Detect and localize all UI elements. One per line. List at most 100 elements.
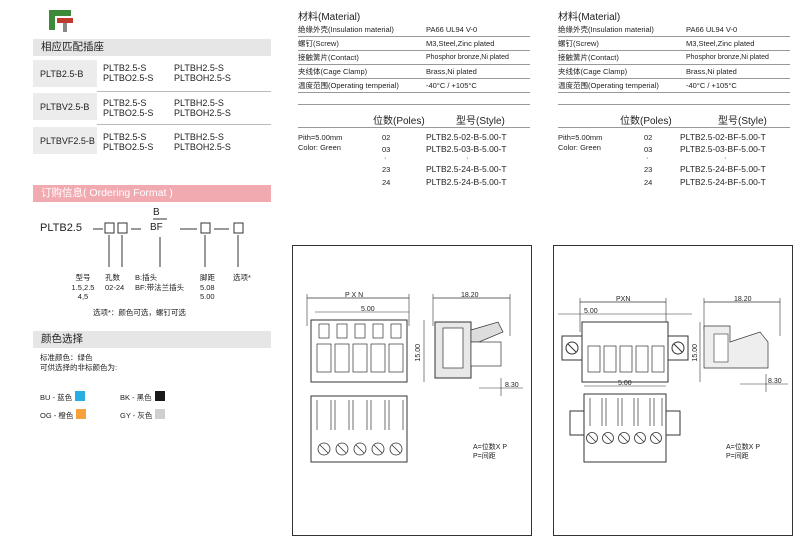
label-style: B:插头 BF:带法兰插头 [135, 273, 185, 292]
style-cell: PLTB2.5-03-BF-5.00-T [680, 144, 766, 154]
orange-swatch [76, 409, 87, 419]
note-p: P=间距 [726, 453, 749, 460]
matching-cell: PLTBO2.5-S [103, 142, 154, 152]
poles-header: 位数(Poles) [373, 116, 425, 127]
connector-logo-icon [43, 8, 79, 34]
dim-height: 15.00 [415, 344, 422, 362]
poles-cell: 03 [382, 145, 391, 154]
ordering-format: PLTB2.5 B BF 型号 1.5,2.5 4,5 孔数 02-24 B:插… [33, 205, 271, 320]
ordering-prefix: PLTB2.5 [40, 222, 82, 234]
pith-text: Pith=5.00mm [558, 133, 603, 142]
dim-depth: 18.20 [734, 296, 752, 303]
color-option-gy: GY - 灰色 [120, 409, 166, 421]
matching-cell: PLTBH2.5-S [174, 98, 224, 108]
note-a: A=位数X P [726, 444, 761, 451]
dim-height: 15.00 [692, 344, 699, 362]
color-option-bk: BK - 黑色 [120, 391, 165, 403]
material-label: 温度范围(Operating temperial) [298, 81, 399, 90]
style-cell: PLTB2.5-24-B-5.00-T [426, 177, 507, 187]
drawing-b: P X N 5.00 18.20 15.00 8.30 A=位数X P P=间距 [292, 245, 532, 536]
matching-cell: PLTBOH2.5-S [174, 73, 231, 83]
material-value: PA66 UL94 V-0 [686, 25, 738, 34]
dim-depth: 18.20 [461, 292, 479, 299]
ellipsis-dot: · [384, 153, 387, 162]
note-p: P=间距 [473, 453, 496, 460]
dim-pxn: PXN [616, 296, 631, 303]
matching-cell: PLTBO2.5-S [103, 73, 154, 83]
label-pitch: 脚距 5.08 5.00 [200, 273, 215, 301]
material-label: 螺钉(Screw) [298, 39, 339, 48]
material-value: Brass,Ni plated [426, 67, 477, 76]
material-label: 绝缘外壳(Insulation material) [558, 25, 654, 34]
style-header: 型号(Style) [456, 116, 505, 127]
matching-cell: PLTBOH2.5-S [174, 142, 231, 152]
color-standard: 标准颜色：绿色 [40, 353, 93, 362]
style-cell: PLTB2.5-03-B-5.00-T [426, 144, 507, 154]
dim-pitch-bottom: 5.00 [618, 380, 632, 387]
style-cell: PLTB2.5-24-BF-5.00-T [680, 177, 766, 187]
material-label: 夹线体(Cage Clamp) [298, 67, 368, 76]
label-poles: 孔数 02-24 [105, 273, 125, 292]
style-cell: PLTB2.5-02-BF-5.00-T [680, 132, 766, 142]
label-option: 选项* [233, 273, 251, 282]
material-label: 接触簧片(Contact) [558, 53, 619, 62]
matching-model: PLTB2.5-B [40, 69, 84, 79]
spec-panel-b: 材料(Material) 绝缘外壳(Insulation material) P… [298, 8, 530, 190]
poles-cell: 23 [382, 165, 391, 174]
ordering-note: 选项*：颜色可选，螺钉可选 [93, 308, 186, 317]
color-title: 颜色选择 [33, 331, 271, 348]
material-value: Phosphor bronze,Ni plated [686, 54, 769, 61]
poles-cell: 02 [644, 133, 653, 142]
label-type: 型号 1.5,2.5 4,5 [71, 273, 95, 301]
material-label: 夹线体(Cage Clamp) [558, 67, 628, 76]
dim-pxn: P X N [345, 292, 364, 299]
matching-cell: PLTBH2.5-S [174, 132, 224, 142]
matching-model: PLTBV2.5-B [40, 102, 90, 112]
matching-cell: PLTB2.5-S [103, 132, 147, 142]
matching-cell: PLTB2.5-S [103, 63, 147, 73]
color-option-og: OG - 橙色 [40, 409, 87, 421]
material-label: 螺钉(Screw) [558, 39, 599, 48]
matching-cell: PLTBO2.5-S [103, 108, 154, 118]
dim-offset: 8.30 [768, 378, 782, 385]
material-title: 材料(Material) [298, 12, 361, 23]
pith-text: Pith=5.00mm [298, 133, 343, 142]
matching-cell: PLTBOH2.5-S [174, 108, 231, 118]
color-other: 可供选择的非标颜色为: [40, 363, 118, 372]
style-cell: PLTB2.5-24-B-5.00-T [426, 164, 507, 174]
material-value: PA66 UL94 V-0 [426, 25, 478, 34]
material-value: -40°C / +105°C [686, 81, 737, 90]
matching-model: PLTBVF2.5-B [40, 136, 95, 146]
material-value: M3,Steel,Zinc plated [686, 39, 755, 48]
material-label: 接触簧片(Contact) [298, 53, 359, 62]
material-value: M3,Steel,Zinc plated [426, 39, 495, 48]
poles-cell: 02 [382, 133, 391, 142]
ellipsis-dot: · [724, 153, 727, 162]
material-value: -40°C / +105°C [426, 81, 477, 90]
material-title: 材料(Material) [558, 12, 621, 23]
style-top: B [153, 207, 160, 218]
matching-title: 相应匹配插座 [33, 39, 271, 56]
matching-cell: PLTB2.5-S [103, 98, 147, 108]
ellipsis-dot: · [646, 153, 649, 162]
poles-cell: 24 [382, 178, 391, 187]
style-header: 型号(Style) [718, 116, 767, 127]
poles-header: 位数(Poles) [620, 116, 672, 127]
material-label: 温度范围(Operating temperial) [558, 81, 659, 90]
dim-offset: 8.30 [505, 382, 519, 389]
color-text: Color: Green [558, 143, 601, 152]
style-cell: PLTB2.5-24-BF-5.00-T [680, 164, 766, 174]
black-swatch [154, 391, 165, 401]
ellipsis-dot: · [466, 153, 469, 162]
spec-panel-bf: 材料(Material) 绝缘外壳(Insulation material) P… [558, 8, 790, 190]
poles-cell: 23 [644, 165, 653, 174]
material-value: Phosphor bronze,Ni plated [426, 54, 509, 61]
drawing-bf: PXN 5.00 18.20 15.00 5.00 8.30 A=位数X P P… [553, 245, 793, 536]
style-cell: PLTB2.5-02-B-5.00-T [426, 132, 507, 142]
color-option-bu: BU - 蓝色 [40, 391, 86, 403]
note-a: A=位数X P [473, 444, 508, 451]
gray-swatch [155, 409, 166, 419]
poles-cell: 24 [644, 178, 653, 187]
ordering-title: 订购信息( Ordering Format ) [33, 185, 271, 202]
dim-pitch: 5.00 [361, 306, 375, 313]
